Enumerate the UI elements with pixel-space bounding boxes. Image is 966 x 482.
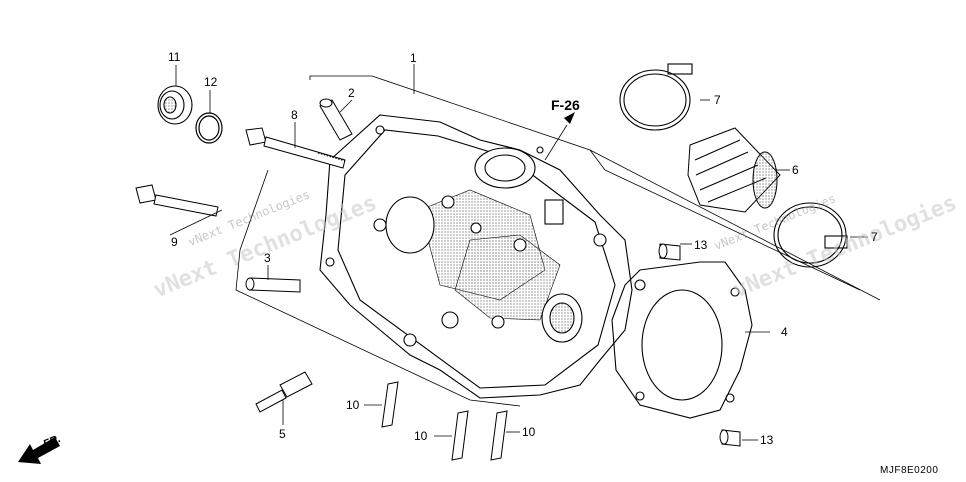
part-13-dowels [658,243,741,447]
front-arrow-icon [18,437,60,464]
callout-6: 6 [792,163,799,177]
callout-13a: 13 [694,238,708,252]
callout-7b: 7 [871,230,878,244]
callout-1: 1 [410,51,417,65]
part-5-spark-plug [255,371,313,413]
ref-arrow-icon [564,112,575,124]
callout-5: 5 [279,427,286,441]
diagram-code: MJF8E0200 [880,465,939,476]
callout-13b: 13 [760,433,774,447]
callout-7a: 7 [714,93,721,107]
part-6-insulator [687,127,781,213]
part-4-gasket [611,261,753,419]
callout-4: 4 [781,325,788,339]
cylinder-head [319,114,633,399]
part-7-bands [619,63,848,268]
assembly-outline [235,75,881,407]
part-9-bolt [135,184,219,217]
reference-label: F-26 [551,97,580,113]
part-2-dowel [319,98,353,141]
callout-10b: 10 [414,429,428,443]
part-8-bolt [245,127,346,169]
callout-9: 9 [171,235,178,249]
part-12-o-ring [195,112,223,144]
leader-lines [169,64,868,441]
callout-3: 3 [264,251,271,265]
part-3-dowel [245,277,301,293]
callout-12: 12 [204,75,218,89]
callout-8: 8 [291,108,298,122]
callout-10a: 10 [346,398,360,412]
callout-2: 2 [348,86,355,100]
part-11-cap [157,85,193,125]
callout-10c: 10 [522,425,536,439]
callout-11: 11 [168,50,181,64]
part-10-studs [381,381,508,461]
